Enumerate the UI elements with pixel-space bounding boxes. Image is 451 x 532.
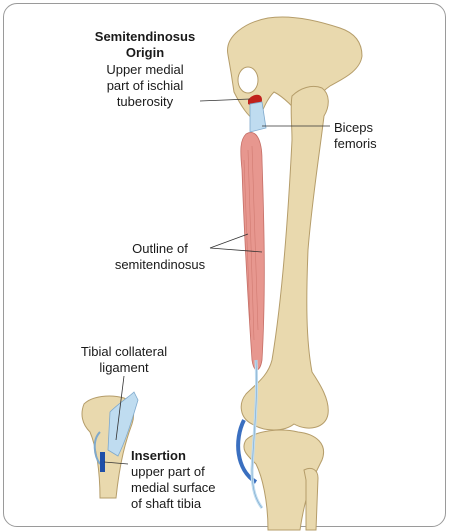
origin-desc-line1: Upper medial — [106, 62, 184, 77]
origin-title-line2: Origin — [125, 45, 165, 60]
insertion-mark — [100, 452, 105, 472]
obturator-foramen — [237, 66, 259, 94]
origin-desc-line2: part of ischial — [106, 78, 184, 93]
fibula-bone — [303, 467, 319, 531]
biceps-tendon — [249, 101, 267, 133]
outline-label-line2: semitendinosus — [114, 257, 206, 272]
insertion-line3: of shaft tibia — [131, 496, 202, 511]
outline-label-line1: Outline of — [132, 241, 188, 256]
femur-bone — [240, 85, 329, 431]
inset-collateral-ligament — [107, 391, 139, 457]
figure-frame — [3, 3, 446, 527]
origin-title-line1: Semitendinosus — [94, 29, 196, 44]
insertion-line1: upper part of — [131, 464, 205, 479]
insertion-line2: medial surface — [131, 480, 216, 495]
inset-pes-tendon — [93, 431, 101, 465]
origin-desc-line3: tuberosity — [116, 94, 174, 109]
tibial-label-line2: ligament — [99, 360, 149, 375]
biceps-label-line1: Biceps — [334, 120, 374, 135]
insertion-title: Insertion — [131, 448, 186, 463]
biceps-label-line2: femoris — [334, 136, 377, 151]
tibial-label-line1: Tibial collateral — [80, 344, 168, 359]
